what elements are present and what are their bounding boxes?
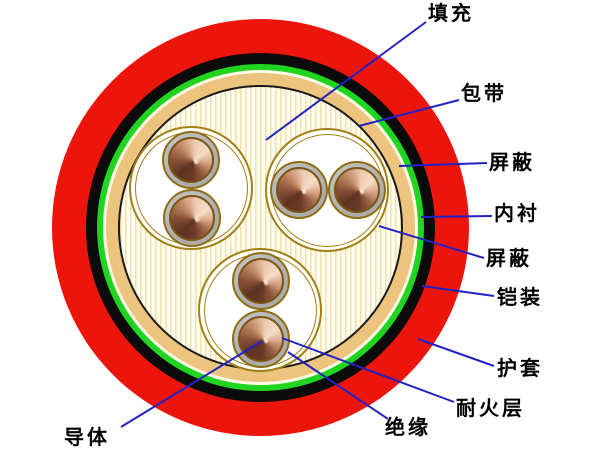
copper-core xyxy=(169,195,215,241)
copper-core xyxy=(334,167,380,213)
conductor-bottom-bottom xyxy=(232,310,290,368)
conductor-right-right xyxy=(328,161,386,219)
label-fire-resistant-layer: 耐火层 xyxy=(456,396,525,420)
label-overall-shield: 屏蔽 xyxy=(489,150,535,174)
label-sheath: 护套 xyxy=(497,356,543,380)
conductor-left-top xyxy=(162,131,220,189)
conductor-right-left xyxy=(270,161,328,219)
label-conductor: 导体 xyxy=(64,425,110,449)
label-inner-liner: 内衬 xyxy=(494,201,540,225)
label-armor: 铠装 xyxy=(497,285,543,309)
copper-core xyxy=(276,167,322,213)
label-binder-tape: 包带 xyxy=(461,81,507,105)
copper-core xyxy=(238,316,284,362)
conductor-bottom-top xyxy=(232,252,290,310)
copper-core xyxy=(168,137,214,183)
conductor-left-bottom xyxy=(163,189,221,247)
label-pair-shield: 屏蔽 xyxy=(486,246,532,270)
label-insulation: 绝缘 xyxy=(385,415,431,439)
copper-core xyxy=(238,258,284,304)
label-filling: 填充 xyxy=(428,1,474,25)
